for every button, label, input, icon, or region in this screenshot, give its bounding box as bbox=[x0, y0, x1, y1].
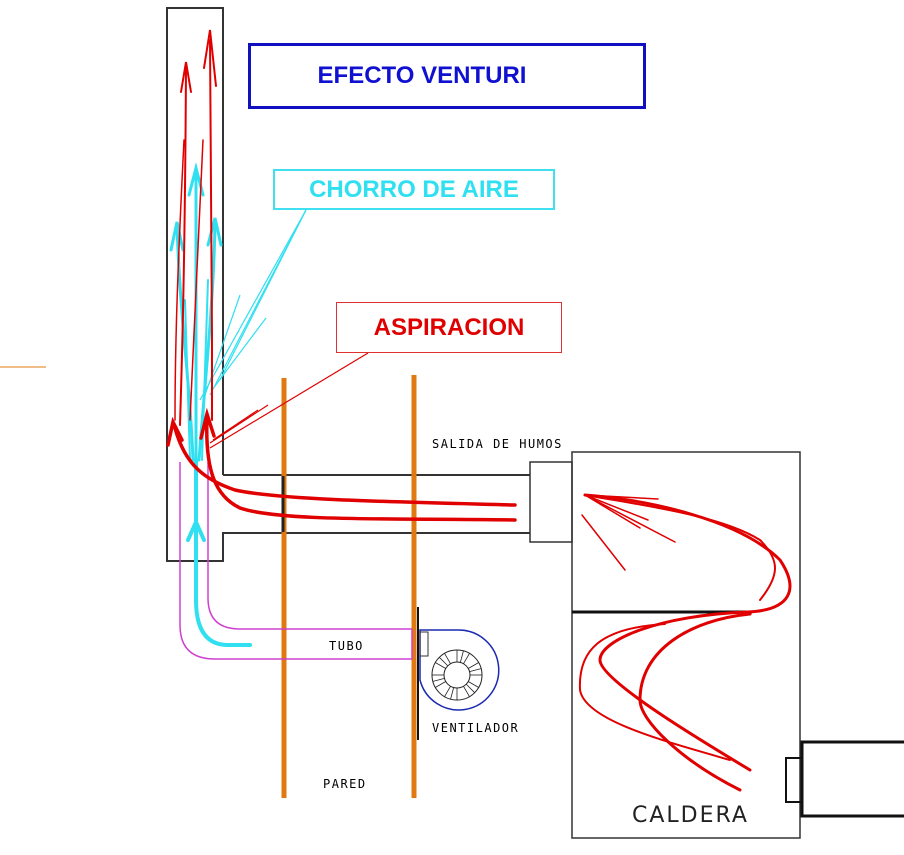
boiler-label: CALDERA bbox=[632, 803, 749, 828]
aspiration-label: ASPIRACION bbox=[373, 313, 525, 341]
fan-rotor-icon bbox=[431, 649, 483, 701]
tube-label: TUBO bbox=[329, 639, 364, 653]
aspiration-leaders bbox=[209, 352, 369, 449]
aspiration-label-box: ASPIRACION bbox=[336, 302, 562, 353]
smoke-flow-arrows bbox=[166, 29, 517, 522]
air-tube bbox=[179, 462, 413, 660]
flue-connector bbox=[529, 461, 573, 543]
flue-outlet-label: SALIDA DE HUMOS bbox=[432, 437, 563, 451]
air-jet-label: CHORRO DE AIRE bbox=[309, 175, 519, 203]
air-jet-leaders bbox=[199, 209, 307, 401]
fan bbox=[419, 629, 500, 711]
fan-label: VENTILADOR bbox=[432, 721, 520, 735]
chimney-stack bbox=[166, 7, 530, 562]
boiler-flame bbox=[578, 493, 792, 792]
title-text: EFECTO VENTURI bbox=[317, 62, 527, 89]
wall-label: PARED bbox=[323, 777, 367, 791]
boiler-body bbox=[571, 451, 801, 839]
burner bbox=[785, 740, 904, 818]
air-jet-label-box: CHORRO DE AIRE bbox=[273, 169, 555, 210]
title-box: EFECTO VENTURI bbox=[248, 43, 646, 109]
